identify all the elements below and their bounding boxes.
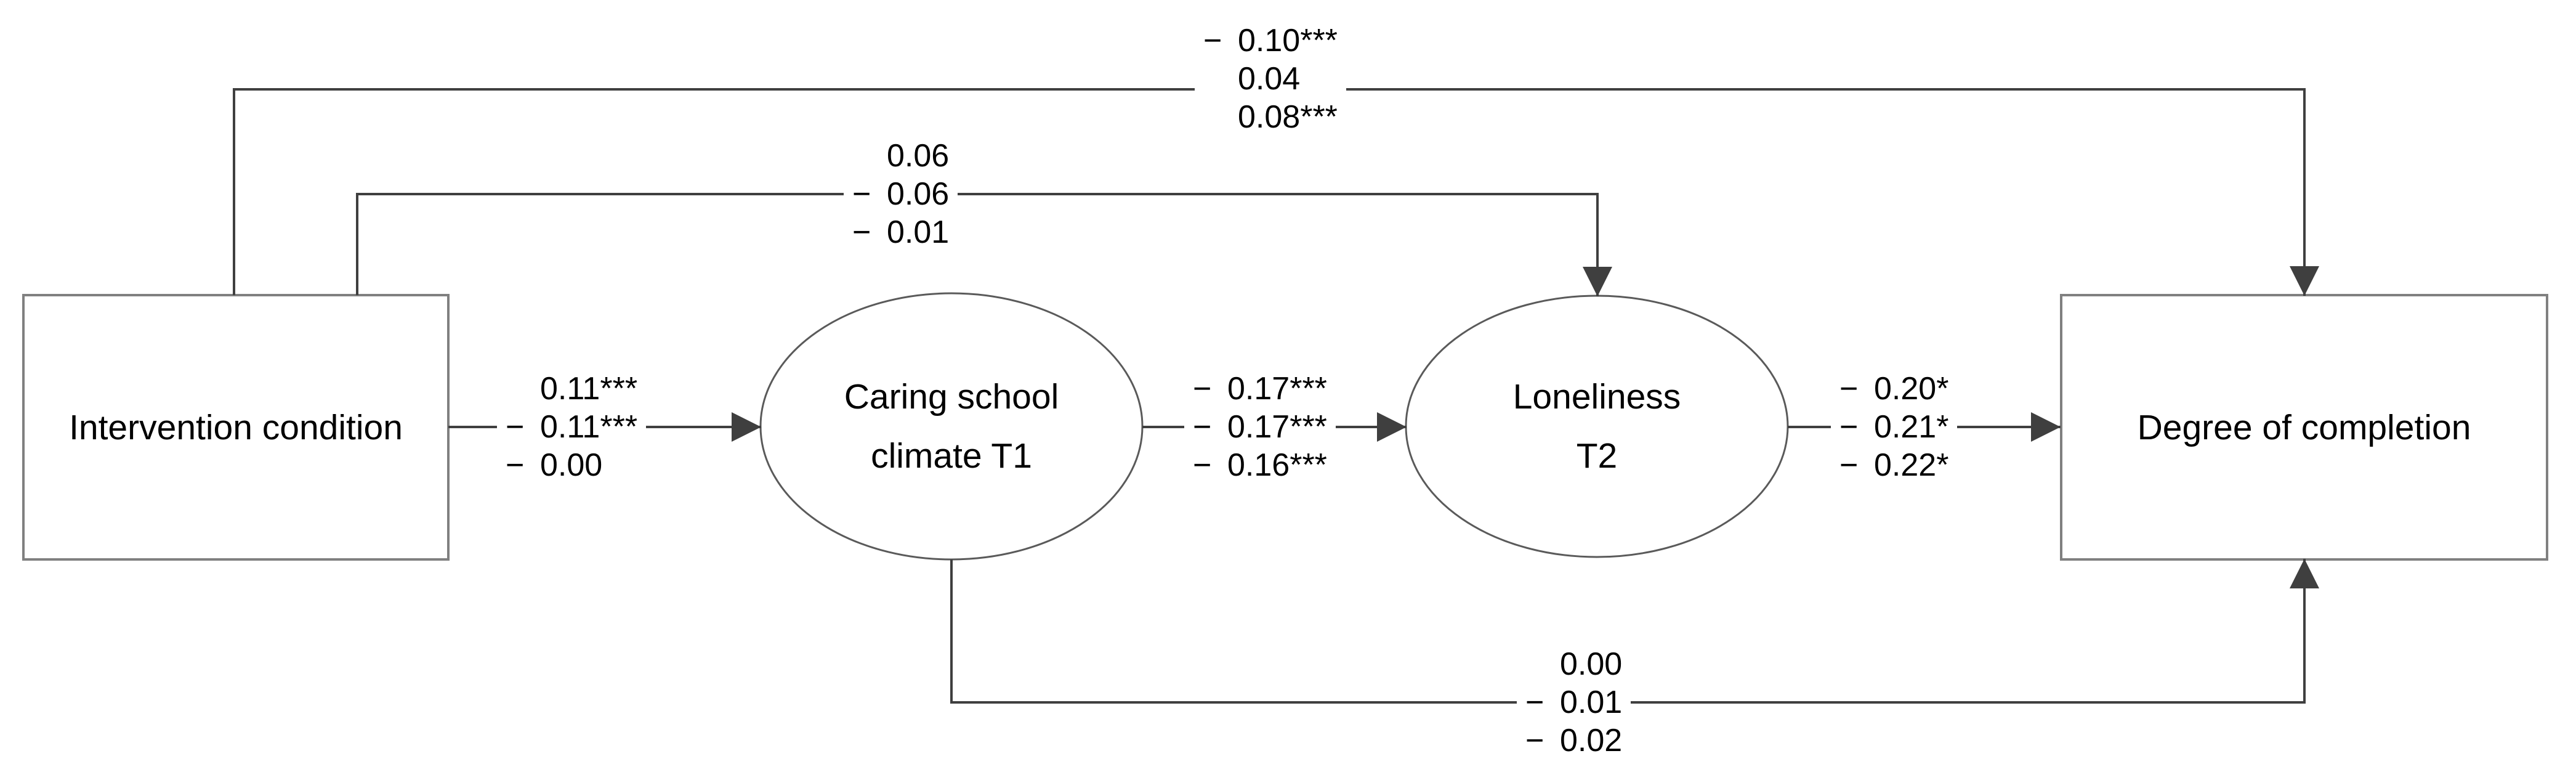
coef-sign: − — [1839, 409, 1859, 445]
coef-row: −0.11*** — [506, 408, 637, 446]
node-label-caring-school-climate: Caring school climate T1 — [761, 293, 1142, 559]
coef-row: −0.01 — [852, 213, 949, 251]
coef-row: −0.01 — [1525, 683, 1622, 721]
coef-row: −0.17*** — [1193, 370, 1327, 408]
coef-sign: − — [1525, 685, 1544, 720]
coef-value: 0.08*** — [1238, 99, 1338, 135]
node-label-line: Degree of completion — [2137, 407, 2471, 447]
coef-value: 0.00 — [1560, 646, 1623, 682]
coef-row: −0.20* — [1839, 370, 1948, 408]
coef-label-intervention-to-climate: 0.11***−0.11***−0.00 — [497, 366, 647, 488]
coef-sign — [852, 137, 887, 175]
coef-sign: − — [506, 447, 525, 483]
coef-value: 0.11*** — [540, 371, 638, 407]
coef-row: 0.04 — [1203, 60, 1338, 98]
coef-label-loneliness-to-completion: −0.20*−0.21*−0.22* — [1831, 366, 1958, 488]
node-label-degree-of-completion: Degree of completion — [2061, 295, 2547, 559]
arrow-intervention-to-loneliness — [356, 193, 1612, 296]
node-intervention-condition-box — [22, 294, 450, 561]
coef-sign: − — [1203, 23, 1222, 59]
coef-row: −0.22* — [1839, 446, 1948, 484]
coef-sign — [1203, 60, 1238, 98]
coef-value: 0.04 — [1238, 61, 1301, 97]
coef-row: −0.02 — [1525, 721, 1622, 760]
node-label-line: T2 — [1576, 436, 1618, 476]
coef-value: 0.01 — [1560, 685, 1623, 720]
coef-sign: − — [852, 176, 871, 212]
coef-sign: − — [1193, 371, 1212, 407]
coef-row: −0.21* — [1839, 408, 1948, 446]
coef-row: 0.00 — [1525, 645, 1622, 683]
coef-sign: − — [506, 409, 525, 445]
coef-value: 0.01 — [887, 214, 950, 250]
coef-sign: − — [1839, 371, 1859, 407]
node-label-line: Loneliness — [1512, 377, 1681, 417]
coef-value: 0.11*** — [540, 409, 638, 445]
coef-sign: − — [1839, 447, 1859, 483]
coef-sign — [506, 370, 540, 408]
coef-row: −0.10*** — [1203, 22, 1338, 60]
coef-sign: − — [1193, 447, 1212, 483]
coef-value: 0.06 — [887, 138, 950, 174]
coef-row: 0.11*** — [506, 370, 637, 408]
coef-value: 0.17*** — [1227, 409, 1327, 445]
coef-label-climate-to-loneliness: −0.17***−0.17***−0.16*** — [1184, 366, 1336, 488]
coef-value: 0.20* — [1874, 371, 1949, 407]
coef-row: −0.17*** — [1193, 408, 1327, 446]
coef-sign — [1203, 98, 1238, 136]
coef-label-intervention-to-loneliness: 0.06−0.06−0.01 — [844, 133, 958, 255]
coef-row: 0.06 — [852, 137, 949, 175]
coef-label-climate-to-completion: 0.00−0.01−0.02 — [1517, 641, 1631, 763]
node-label-line: Intervention condition — [69, 407, 403, 447]
coef-value: 0.00 — [540, 447, 603, 483]
coef-row: −0.16*** — [1193, 446, 1327, 484]
coef-sign — [1525, 645, 1560, 683]
coef-row: −0.00 — [506, 446, 637, 484]
coef-value: 0.10*** — [1238, 23, 1338, 59]
coef-value: 0.16*** — [1227, 447, 1327, 483]
coef-value: 0.21* — [1874, 409, 1949, 445]
coef-value: 0.22* — [1874, 447, 1949, 483]
node-label-intervention-condition: Intervention condition — [23, 295, 448, 559]
coef-sign: − — [852, 214, 871, 250]
coef-value: 0.02 — [1560, 723, 1623, 758]
coef-sign: − — [1525, 723, 1544, 758]
node-degree-of-completion-box — [2060, 294, 2548, 561]
coef-row: −0.06 — [852, 175, 949, 213]
node-label-line: Caring school — [844, 377, 1059, 417]
coef-row: 0.08*** — [1203, 98, 1338, 136]
coef-value: 0.06 — [887, 176, 950, 212]
coef-value: 0.17*** — [1227, 371, 1327, 407]
node-label-line: climate T1 — [871, 436, 1032, 476]
coef-sign: − — [1193, 409, 1212, 445]
